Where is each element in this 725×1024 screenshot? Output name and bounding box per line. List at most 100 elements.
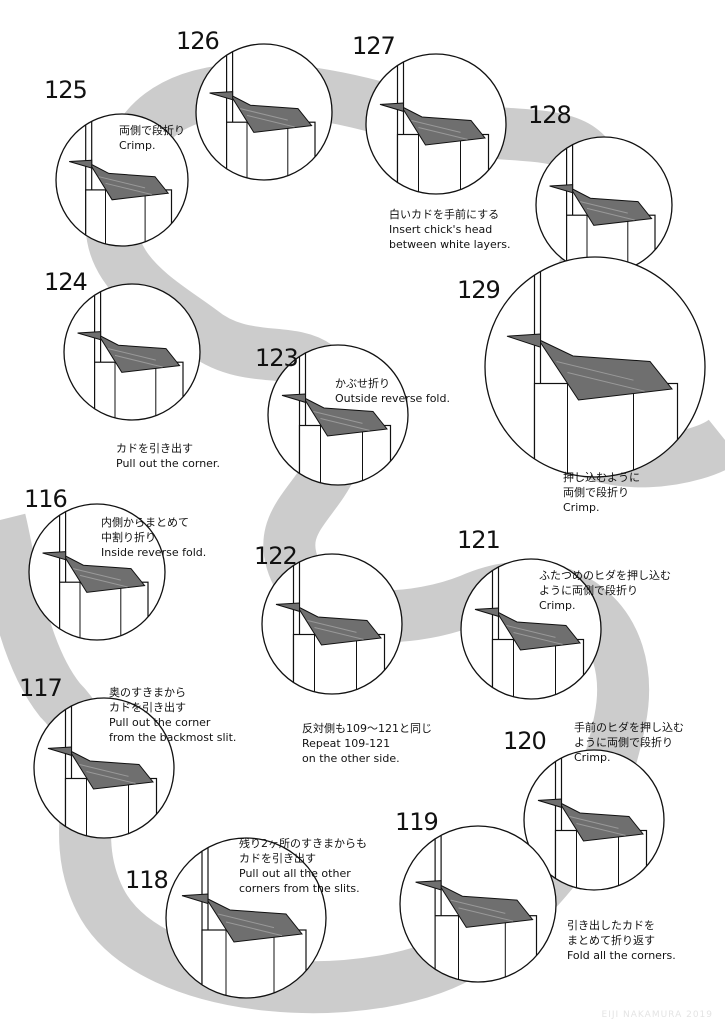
paper-fold-line [225,930,275,998]
caption-129: 押し込むように 両側で段折り Crimp. [563,470,640,515]
caption-line: 反対側も109〜121と同じ [302,722,432,735]
caption-119: 引き出したカドを まとめて折り返す Fold all the corners. [567,918,676,963]
caption-line: カドを引き出す [239,852,316,865]
paper-body [302,396,388,437]
paper-head [42,551,67,561]
step-number-127: 127 [352,32,396,60]
step-circle-122 [261,553,403,695]
caption-line: まとめて折り返す [567,934,655,947]
step-number-121: 121 [457,526,501,554]
paper-layer-line [569,816,626,836]
circle-outline [63,283,201,421]
circle-outline [195,43,333,181]
paper-body [68,749,154,790]
caption-line: 奥のすきまから [109,686,186,699]
step-circle-128 [535,136,673,274]
paper-fold-line [458,915,506,982]
paper-fold-line [513,639,556,699]
circle-outline [365,53,507,195]
caption-line: カドを引き出す [116,442,193,455]
caption-line: Crimp. [563,501,600,514]
paper-body [437,883,534,928]
step-circle-119 [399,825,557,983]
paper-body [88,162,170,201]
paper-fold-line [567,383,634,477]
circle-outline [267,344,409,486]
paper-body [400,105,486,146]
paper-head [275,602,300,613]
step-circle-116 [28,503,166,641]
paper-body [537,338,673,401]
caption-124: カドを引き出す Pull out the corner. [116,441,220,471]
step-circle-127 [365,53,507,195]
paper-body [229,93,313,133]
caption-121: ふたつめのヒダを押し込む ように両側で段折り Crimp. [539,568,671,613]
paper-layer-line [450,899,514,922]
paper-head [281,393,306,404]
paper-body [558,801,644,842]
step-number-128: 128 [528,101,572,129]
paper-layer-line [307,620,364,640]
step-number-117: 117 [19,674,63,702]
circle-outline [484,256,706,478]
caption-line: Insert chick's head [389,223,493,236]
paper-layer-line [240,108,295,128]
paper-body [569,186,653,226]
paper-layer-line [580,201,635,221]
paper-head [77,331,102,341]
caption-line: ふたつめのヒダを押し込む [539,569,671,582]
caption-line: from the backmost slit. [109,731,237,744]
caption-123: かぶせ折り Outside reverse fold. [335,376,450,406]
step-circle-118 [165,837,327,999]
caption-line: Crimp. [119,139,156,152]
caption-line: 両側で段折り [563,486,629,499]
caption-line: 両側で段折り [119,124,185,137]
paper-layer-line [108,348,163,368]
step-number-116: 116 [24,485,68,513]
paper-fold-line [320,425,363,485]
paper-head [506,333,541,348]
caption-line: 押し込むように [563,471,640,484]
caption-127: 白いカドを手前にする Insert chick's head between w… [389,207,511,252]
paper-fold-line [576,830,619,890]
step-number-126: 126 [176,27,220,55]
step-circle-123 [267,344,409,486]
caption-line: Crimp. [574,751,611,764]
author-credit: EIJI NAKAMURA 2019 [601,1010,713,1020]
step-number-123: 123 [255,344,299,372]
step-circle-125 [55,113,189,247]
paper-head [69,159,93,169]
paper-layer-line [313,411,370,431]
circle-outline [261,553,403,695]
paper-layer-line [217,913,283,937]
caption-line: corners from the slits. [239,882,360,895]
caption-line: 残り2ヶ所のすきまからも [239,837,367,850]
caption-line: Crimp. [539,599,576,612]
paper-head [181,893,209,905]
paper-fold-line [246,122,289,180]
caption-125: 両側で段折り Crimp. [119,123,185,153]
paper-layer-line [98,176,152,196]
paper-head [474,607,499,618]
paper-layer-line [411,120,468,140]
step-circle-117 [33,697,175,839]
caption-line: between white layers. [389,238,511,251]
step-number-122: 122 [254,542,298,570]
caption-122: 反対側も109〜121と同じ Repeat 109-121 on the oth… [302,721,432,766]
paper-head [415,880,442,891]
caption-line: 引き出したカドを [567,919,655,932]
circle-outline [33,697,175,839]
paper-head [379,102,404,113]
caption-line: 中割り折り [101,531,156,544]
caption-116: 内側からまとめて 中割り折り Inside reverse fold. [101,515,206,560]
step-number-129: 129 [457,276,501,304]
circle-outline [55,113,189,247]
caption-line: Pull out all the other [239,867,351,880]
paper-fold-line [79,582,122,640]
paper-layer-line [506,625,563,645]
paper-body [62,553,146,593]
paper-fold-line [105,189,146,246]
caption-line: カドを引き出す [109,701,186,714]
paper-head [209,91,234,101]
